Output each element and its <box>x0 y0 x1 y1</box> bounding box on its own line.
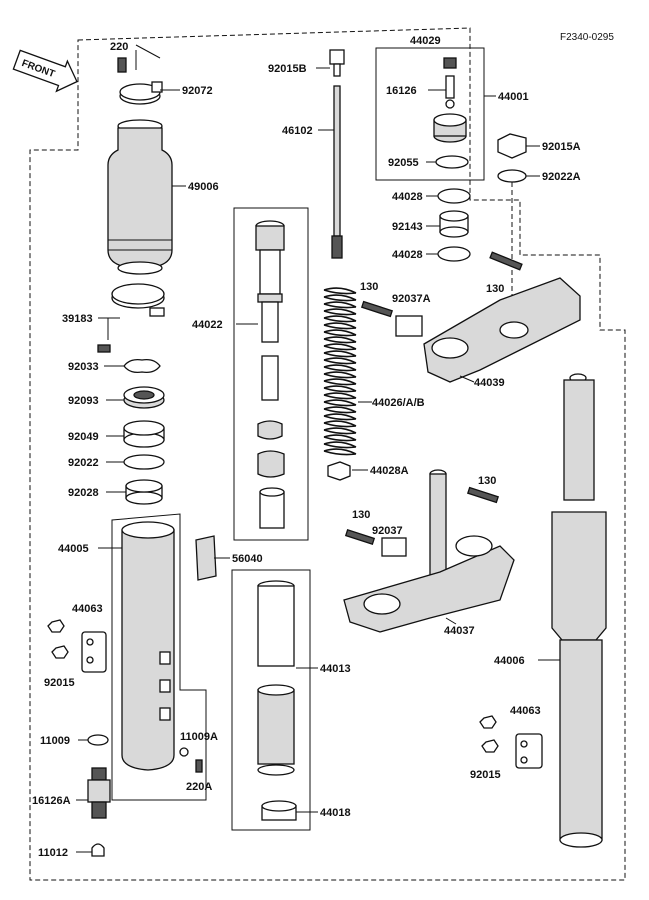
block-92037A <box>395 315 423 337</box>
label-16126A: 16126A <box>32 795 71 807</box>
label-44018: 44018 <box>320 807 351 819</box>
label-92093: 92093 <box>68 395 99 407</box>
label-44028-b: 44028 <box>392 249 423 261</box>
drawing-code: F2340-0295 <box>560 32 614 43</box>
bushing-44018 <box>261 800 297 821</box>
cap-11012 <box>91 843 105 857</box>
label-56040: 56040 <box>232 553 263 565</box>
bolt-130-c <box>466 486 500 504</box>
label-92049: 92049 <box>68 431 99 443</box>
label-44028-a: 44028 <box>392 191 423 203</box>
outer-tube-44005 <box>121 521 175 771</box>
seat-44028A <box>327 461 351 481</box>
label-92072: 92072 <box>182 85 213 97</box>
label-220: 220 <box>110 41 128 53</box>
clamp-39183 <box>97 283 165 353</box>
label-92037A: 92037A <box>392 293 431 305</box>
guard-bracket-44063-right <box>515 733 543 769</box>
dust-seal-92093 <box>123 386 165 409</box>
bolt-130-a <box>360 300 394 318</box>
label-92015B: 92015B <box>268 63 307 75</box>
washer-92022A <box>497 169 527 183</box>
nut-92015A <box>497 133 527 159</box>
label-130-a: 130 <box>360 281 378 293</box>
label-92015-right: 92015 <box>470 769 501 781</box>
label-44026: 44026/A/B <box>372 397 425 409</box>
label-44063-left: 44063 <box>72 603 103 615</box>
label-44006: 44006 <box>494 655 525 667</box>
bolt-130-b <box>489 251 523 271</box>
cylinder-44022 <box>255 220 285 529</box>
label-44037: 44037 <box>444 625 475 637</box>
label-44001: 44001 <box>498 91 529 103</box>
clamp-92072 <box>117 57 163 105</box>
label-44029: 44029 <box>410 35 441 47</box>
label-92033: 92033 <box>68 361 99 373</box>
spring-coil <box>323 287 357 456</box>
label-11009: 11009 <box>40 735 70 747</box>
spacer-92143 <box>439 210 469 238</box>
label-92015A: 92015A <box>542 141 581 153</box>
assembly-boundary <box>29 27 626 881</box>
label-11009A: 11009A <box>180 731 218 743</box>
front-arrow-icon: FRONT <box>12 49 78 93</box>
label-130-b: 130 <box>486 283 504 295</box>
label-11012: 11012 <box>38 847 68 859</box>
fork-leg-44006 <box>551 373 607 848</box>
label-220A: 220A <box>186 781 212 793</box>
fork-boot-49006 <box>107 119 173 275</box>
oil-seal-92049 <box>123 420 165 448</box>
washer-44028-b <box>437 246 471 262</box>
seal-92033 <box>123 358 161 374</box>
label-49006: 49006 <box>188 181 219 193</box>
rod-46102 <box>331 85 343 259</box>
label-92022A: 92022A <box>542 171 581 183</box>
inner-tube-44013 <box>257 580 295 776</box>
label-92028: 92028 <box>68 487 99 499</box>
washer-44028-a <box>437 188 471 204</box>
label-92055: 92055 <box>388 157 419 169</box>
label-39183: 39183 <box>62 313 93 325</box>
valve-16126 <box>443 57 457 109</box>
label-44063-right: 44063 <box>510 705 541 717</box>
lower-bracket-44037 <box>343 535 515 633</box>
label-130-d: 130 <box>352 509 370 521</box>
label-130-c: 130 <box>478 475 496 487</box>
steering-stem <box>429 469 447 585</box>
label-44028A: 44028A <box>370 465 409 477</box>
washer-92022 <box>123 454 165 470</box>
nuts-92015-right <box>479 715 499 753</box>
label-44039: 44039 <box>474 377 505 389</box>
block-92037 <box>381 537 407 557</box>
label-sticker-56040 <box>195 535 217 581</box>
guard-bracket-44063-left <box>81 631 107 673</box>
label-92037: 92037 <box>372 525 403 537</box>
gasket-11009 <box>87 734 109 746</box>
screw-220A <box>195 759 203 773</box>
oring-92055 <box>435 155 469 169</box>
spring-44026 <box>323 287 357 456</box>
label-44005: 44005 <box>58 543 89 555</box>
valve-16126A <box>87 767 111 819</box>
label-44013: 44013 <box>320 663 351 675</box>
upper-bracket-44039 <box>423 277 581 383</box>
label-16126: 16126 <box>386 85 417 97</box>
bolt-92015B <box>329 49 345 77</box>
nuts-92015-left <box>47 619 69 659</box>
cap-assembly <box>433 113 467 143</box>
gasket-11009A <box>179 747 189 757</box>
label-92015-left: 92015 <box>44 677 75 689</box>
bolt-130-d <box>344 529 376 545</box>
label-92143: 92143 <box>392 221 423 233</box>
label-44022: 44022 <box>192 319 223 331</box>
bushing-92028 <box>125 479 163 505</box>
label-46102: 46102 <box>282 125 313 137</box>
label-92022: 92022 <box>68 457 99 469</box>
